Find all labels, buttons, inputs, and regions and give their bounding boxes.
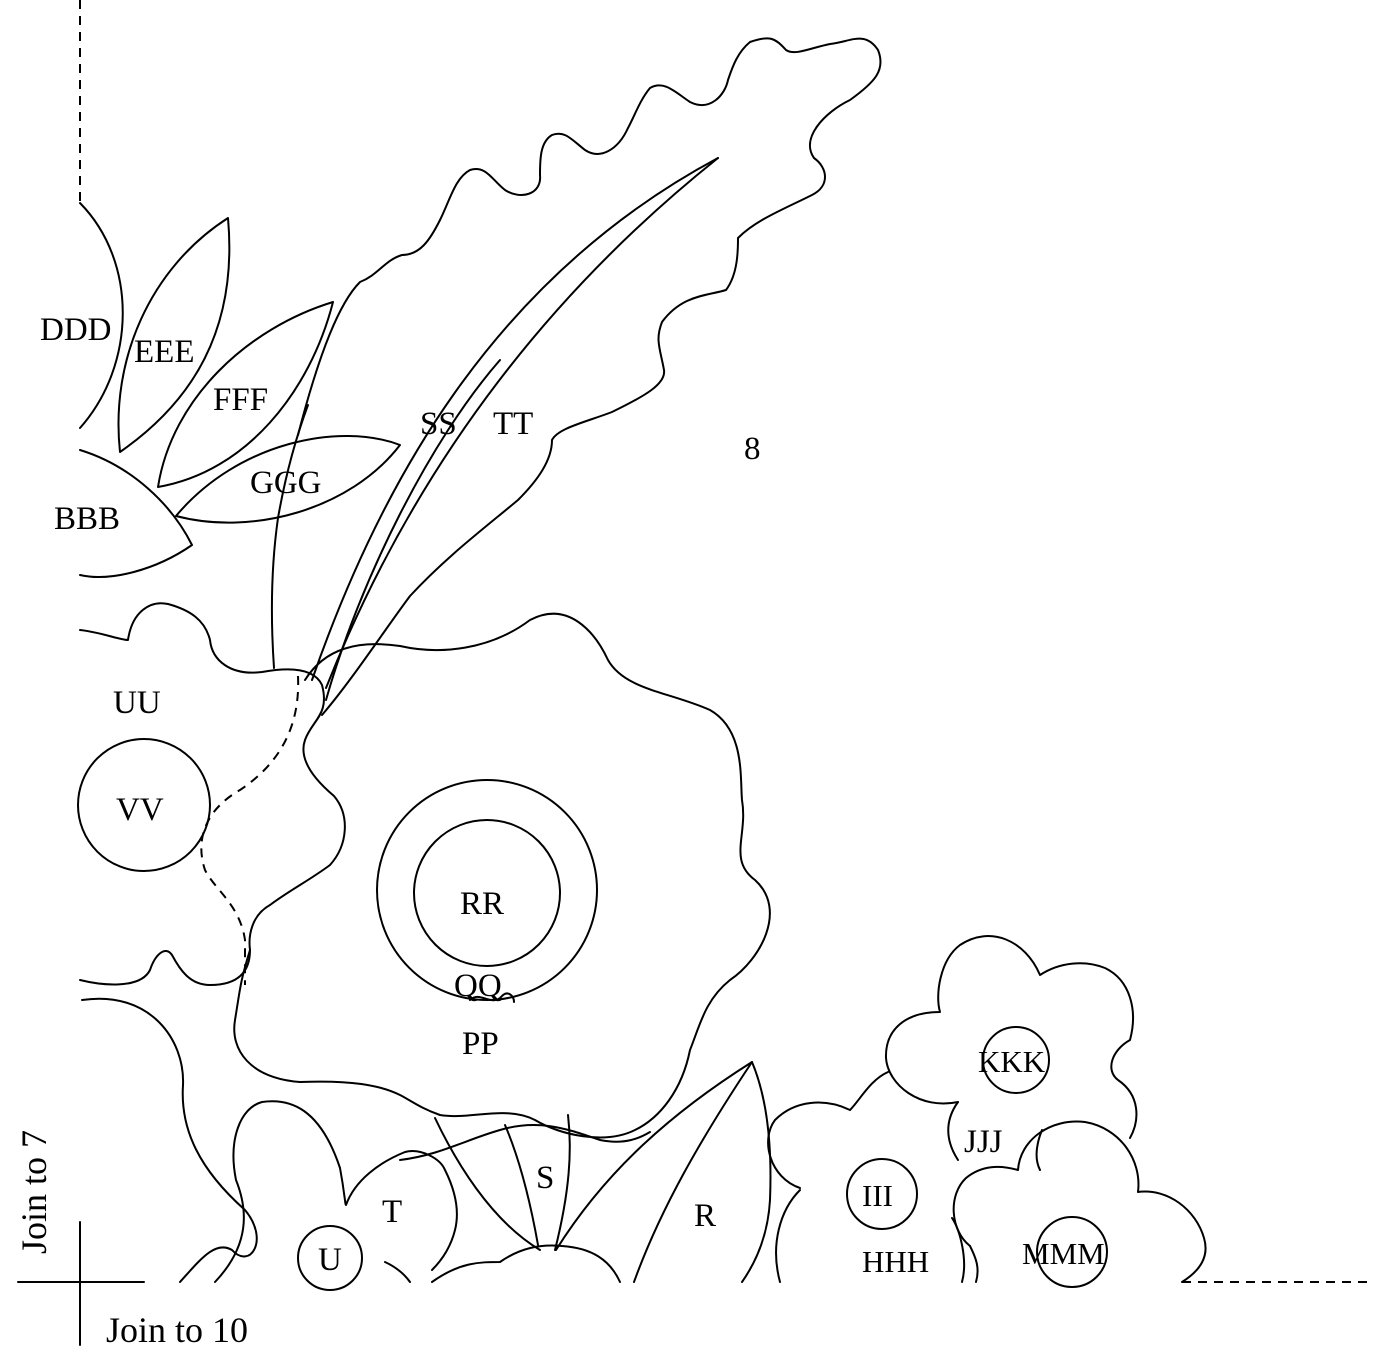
shape-rr-circle (413, 819, 561, 967)
shape-jjj-right (1035, 1129, 1043, 1171)
shape-kkk-circle (982, 1026, 1050, 1094)
shape-ggg-outline (175, 435, 401, 524)
shape-vv-circle (77, 738, 211, 872)
label-ss: SS (420, 406, 457, 442)
shape-fff-outline (157, 301, 334, 488)
shape-kkk-outline (884, 935, 1138, 1139)
label-pp: PP (462, 1026, 499, 1062)
label-qq: QQ (454, 968, 502, 1004)
label-ggg: GGG (250, 465, 322, 501)
shape-s-right (554, 1114, 571, 1251)
label-vv: VV (116, 792, 164, 828)
shape-s-middle (504, 1124, 539, 1246)
shape-t-right-edge (384, 1261, 411, 1283)
shape-ddd-outline (79, 202, 124, 429)
shape-mmm-outline (952, 1120, 1207, 1283)
shape-t-arc (399, 1124, 651, 1161)
bottom-dome (431, 1244, 621, 1283)
label-iii: III (862, 1178, 893, 1213)
stem-line (270, 404, 309, 669)
shape-tt-outline (297, 37, 882, 716)
blade-middle (325, 157, 719, 689)
shape-hhh-right-scallop (951, 1217, 966, 1283)
label-tt: TT (493, 406, 533, 442)
join-note-bottom: Join to 10 (106, 1310, 248, 1350)
shape-mmm-left-edge (969, 1245, 979, 1283)
page-number: 8 (744, 431, 761, 467)
shape-t-outline (214, 1100, 458, 1283)
shape-uu-outline (79, 602, 346, 986)
shape-hhh-outline (767, 1071, 889, 1189)
label-mmm: MMM (1022, 1236, 1105, 1271)
shape-bbb-outline (79, 449, 193, 578)
shape-mmm-circle (1036, 1216, 1108, 1288)
join-note-left: Join to 7 (14, 1130, 54, 1254)
label-bbb: BBB (54, 501, 120, 537)
label-ddd: DDD (40, 312, 112, 348)
label-rr: RR (460, 886, 504, 922)
shape-pp-outline (233, 612, 771, 1139)
shape-r-outline (555, 1061, 772, 1283)
label-s: S (536, 1160, 554, 1196)
lower-left-swirl (81, 997, 258, 1283)
label-kkk: KKK (978, 1044, 1046, 1079)
label-uu: UU (113, 685, 161, 721)
shape-iii-circle (846, 1158, 918, 1230)
label-hhh: HHH (862, 1244, 929, 1279)
label-u: U (318, 1242, 342, 1278)
shape-hhh-left-scallop (775, 1189, 801, 1283)
label-jjj: JJJ (964, 1124, 1003, 1160)
label-fff: FFF (213, 382, 268, 418)
label-r: R (694, 1198, 716, 1234)
blade-inner (325, 359, 501, 701)
shape-r-vein (633, 1061, 753, 1283)
shape-jjj-left (947, 1101, 959, 1161)
qq-small-wave (469, 992, 515, 1003)
blade-outer (311, 157, 719, 681)
shape-eee-outline (117, 217, 231, 453)
label-t: T (382, 1194, 402, 1230)
shape-u-circle (297, 1225, 363, 1291)
label-eee: EEE (134, 334, 194, 370)
shape-s-left (434, 1117, 541, 1251)
